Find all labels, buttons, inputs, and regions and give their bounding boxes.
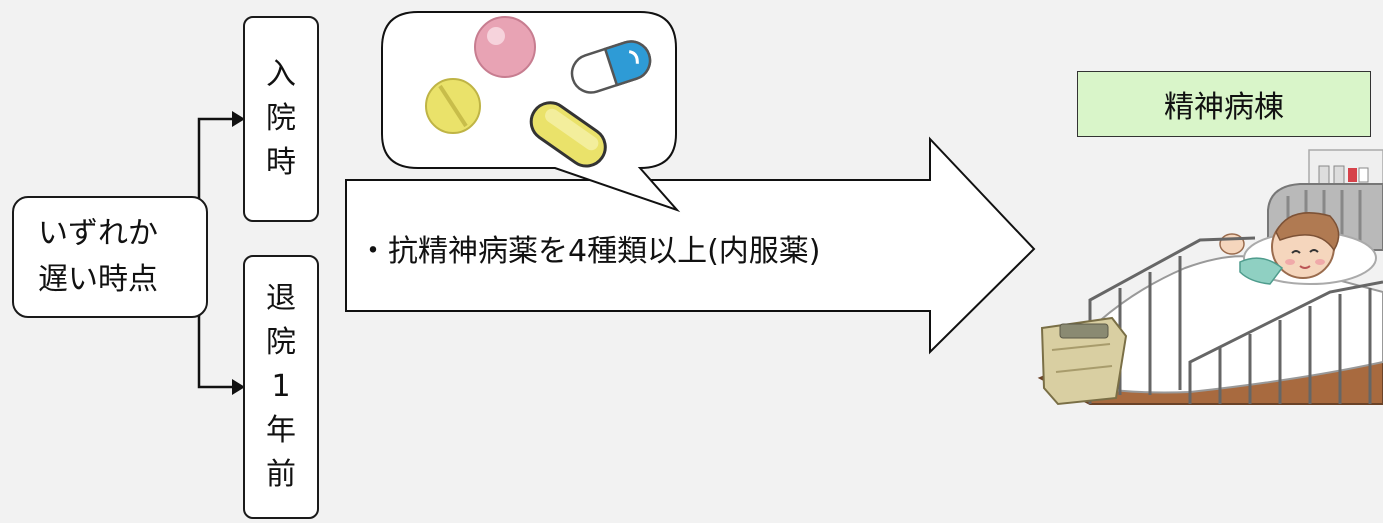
timing-box: いずれか 遅い時点 bbox=[12, 196, 208, 318]
oblong-tablet-icon bbox=[529, 101, 607, 168]
admission-char: 時 bbox=[266, 145, 296, 180]
admission-time-box: 入 院 時 bbox=[243, 16, 319, 222]
discharge-char: 1 bbox=[271, 369, 291, 404]
capsule-icon bbox=[570, 40, 652, 94]
patient-bed-illustration bbox=[1037, 149, 1383, 406]
yellow-tablet-icon bbox=[425, 78, 481, 134]
psychiatric-ward-label: 精神病棟 bbox=[1077, 71, 1371, 137]
criteria-text: ・抗精神病薬を4種類以上(内服薬) bbox=[358, 234, 821, 269]
discharge-char: 院 bbox=[266, 325, 296, 360]
timing-line-2: 遅い時点 bbox=[38, 262, 158, 297]
pink-pill-icon bbox=[474, 16, 536, 78]
discharge-char: 退 bbox=[266, 281, 296, 316]
arrowhead-admission bbox=[232, 111, 245, 127]
arrowhead-discharge bbox=[232, 379, 245, 395]
timing-line-1: いずれか bbox=[38, 216, 158, 251]
admission-char: 院 bbox=[266, 101, 296, 136]
big-arrow bbox=[345, 136, 1036, 355]
one-year-before-discharge-box: 退 院 1 年 前 bbox=[243, 255, 319, 519]
admission-char: 入 bbox=[266, 57, 296, 92]
discharge-char: 年 bbox=[266, 413, 296, 448]
discharge-char: 前 bbox=[266, 457, 296, 492]
